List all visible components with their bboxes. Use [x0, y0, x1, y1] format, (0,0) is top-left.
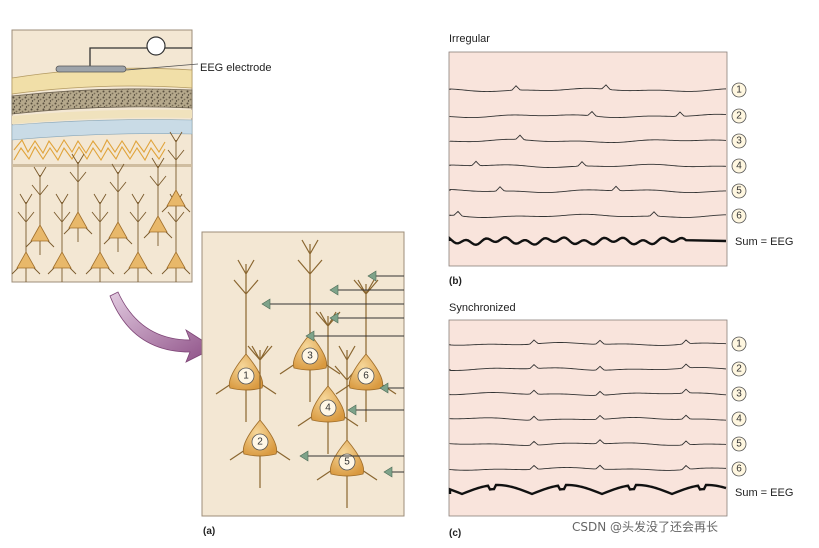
input-axon: [347, 404, 404, 416]
synchronized-trace-3: [449, 388, 727, 396]
watermark: CSDN @头发没了还会再长: [572, 519, 718, 534]
input-axon: [379, 382, 404, 394]
neuron-2: 2: [229, 345, 291, 488]
synchronized-trace-1: [449, 339, 727, 346]
cortex-neuron: [47, 193, 77, 282]
irregular-trace-3: [449, 134, 727, 143]
zoom-arrow-icon: [109, 291, 215, 363]
synchronized-trace-6: [449, 464, 727, 471]
channel-number: 3: [736, 136, 742, 147]
cortex-neuron: [11, 193, 41, 282]
panel-b-title: Irregular: [449, 33, 490, 45]
channel-marker-1: 1: [731, 336, 747, 352]
neuron-number: 3: [307, 351, 313, 362]
panel-c-label: (c): [449, 528, 461, 539]
channel-number: 5: [736, 186, 742, 197]
input-axon: [329, 312, 404, 324]
panel-c-title: Synchronized: [449, 302, 516, 314]
panel-b-trace-area: [448, 51, 728, 267]
channel-number: 2: [736, 364, 742, 375]
neuron-detail-panel: 1 2 3 4 5 6 (a): [201, 231, 405, 537]
electrode-meter-icon: [146, 36, 166, 56]
irregular-trace-2: [449, 110, 727, 119]
channel-marker-4: 4: [731, 411, 747, 427]
dura-layer: [12, 109, 192, 124]
synchronized-eeg-sum-trace: [448, 483, 727, 496]
input-axon: [305, 330, 404, 342]
input-axon: [299, 450, 404, 462]
cortex-neuron: [85, 193, 115, 282]
synchronized-trace-5: [449, 439, 727, 446]
channel-marker-1: 1: [731, 82, 747, 98]
cortex-neurons: [11, 131, 191, 282]
neuron-3: 3: [279, 239, 341, 402]
channel-marker-2: 2: [731, 108, 747, 124]
channel-marker-3: 3: [731, 133, 747, 149]
pyramidal-neurons: 1 2 3 4 5 6: [215, 239, 404, 508]
panel-b-sum-label: Sum = EEG: [735, 236, 793, 248]
electrode-leader-line: [125, 63, 199, 71]
neuron-1: 1: [215, 259, 277, 422]
cortex-neuron: [25, 166, 55, 255]
channel-number: 5: [736, 439, 742, 450]
channel-number: 1: [736, 339, 742, 350]
cortex-neuron: [103, 163, 133, 252]
channel-number: 6: [736, 464, 742, 475]
cortex-neuron: [143, 157, 173, 246]
synchronized-trace-4: [449, 414, 727, 421]
channel-number: 2: [736, 111, 742, 122]
panel-a-label: (a): [203, 526, 215, 537]
csf-layer: [11, 119, 193, 141]
channel-marker-5: 5: [731, 436, 747, 452]
channel-number: 4: [736, 414, 742, 425]
electrode-label: EEG electrode: [200, 62, 272, 74]
cortex-neuron: [123, 193, 153, 282]
channel-number: 6: [736, 211, 742, 222]
channel-marker-2: 2: [731, 361, 747, 377]
neuron-number: 1: [243, 371, 249, 382]
channel-number: 3: [736, 389, 742, 400]
cortex-neuron: [161, 131, 191, 220]
panel-c-sum-label: Sum = EEG: [735, 487, 793, 499]
neuron-4: 4: [297, 311, 359, 454]
channel-marker-4: 4: [731, 158, 747, 174]
eeg-electrode-icon: [55, 65, 127, 73]
input-axon: [367, 270, 404, 282]
channel-number: 1: [736, 85, 742, 96]
neuron-number: 4: [325, 403, 331, 414]
cortex-neuron: [63, 153, 93, 242]
input-axon: [383, 466, 404, 478]
dendrite-mesh: [13, 138, 166, 162]
channel-marker-6: 6: [731, 208, 747, 224]
channel-marker-3: 3: [731, 386, 747, 402]
irregular-eeg-sum-trace: [448, 236, 727, 247]
irregular-trace-6: [449, 210, 727, 218]
neuron-number: 2: [257, 437, 263, 448]
input-axon: [329, 284, 404, 296]
cortex-section: EEG electrode: [11, 29, 272, 283]
neuron-number: 6: [363, 371, 369, 382]
panel-b-label: (b): [449, 276, 462, 287]
synchronized-trace-2: [449, 363, 727, 371]
irregular-trace-5: [449, 185, 727, 194]
channel-number: 4: [736, 161, 742, 172]
irregular-trace-4: [449, 160, 727, 168]
irregular-trace-1: [449, 84, 727, 92]
input-axon: [261, 298, 404, 310]
neuron-6: 6: [335, 279, 397, 422]
channel-marker-5: 5: [731, 183, 747, 199]
skull-layer: [11, 88, 193, 115]
channel-marker-6: 6: [731, 461, 747, 477]
neuron-number: 5: [344, 457, 350, 468]
